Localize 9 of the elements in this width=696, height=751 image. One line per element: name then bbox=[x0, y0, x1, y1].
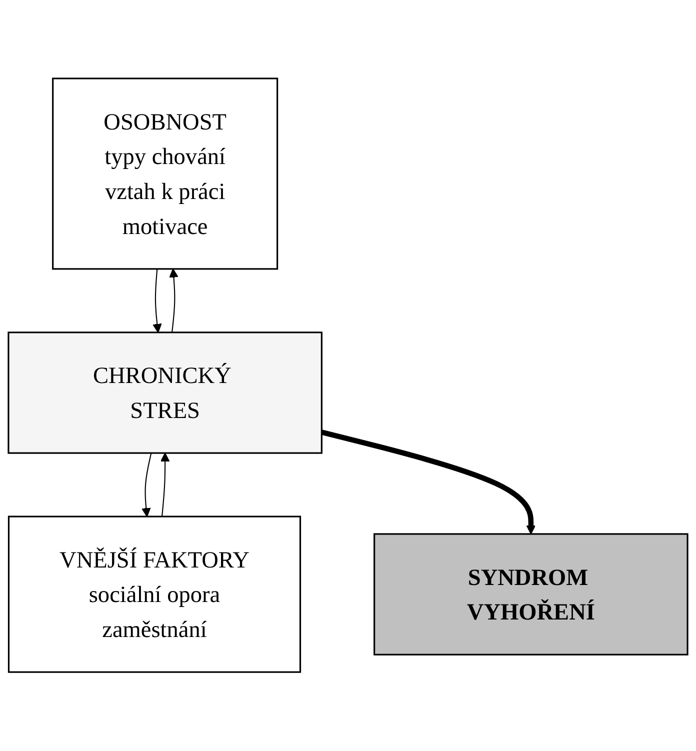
arrow bbox=[321, 430, 536, 535]
arrow bbox=[142, 453, 152, 518]
node-box: VNĚJŠÍ FAKTORY sociální opora zaměstnání bbox=[8, 516, 302, 674]
arrow bbox=[169, 268, 178, 333]
node-box: OSOBNOST typy chování vztah k práci motivace bbox=[52, 78, 278, 270]
arrow bbox=[160, 452, 170, 517]
arrow bbox=[152, 269, 162, 334]
node-box: CHRONICKÝ STRES bbox=[8, 332, 322, 454]
node-box: SYNDROM VYHOŘENÍ bbox=[374, 533, 688, 656]
